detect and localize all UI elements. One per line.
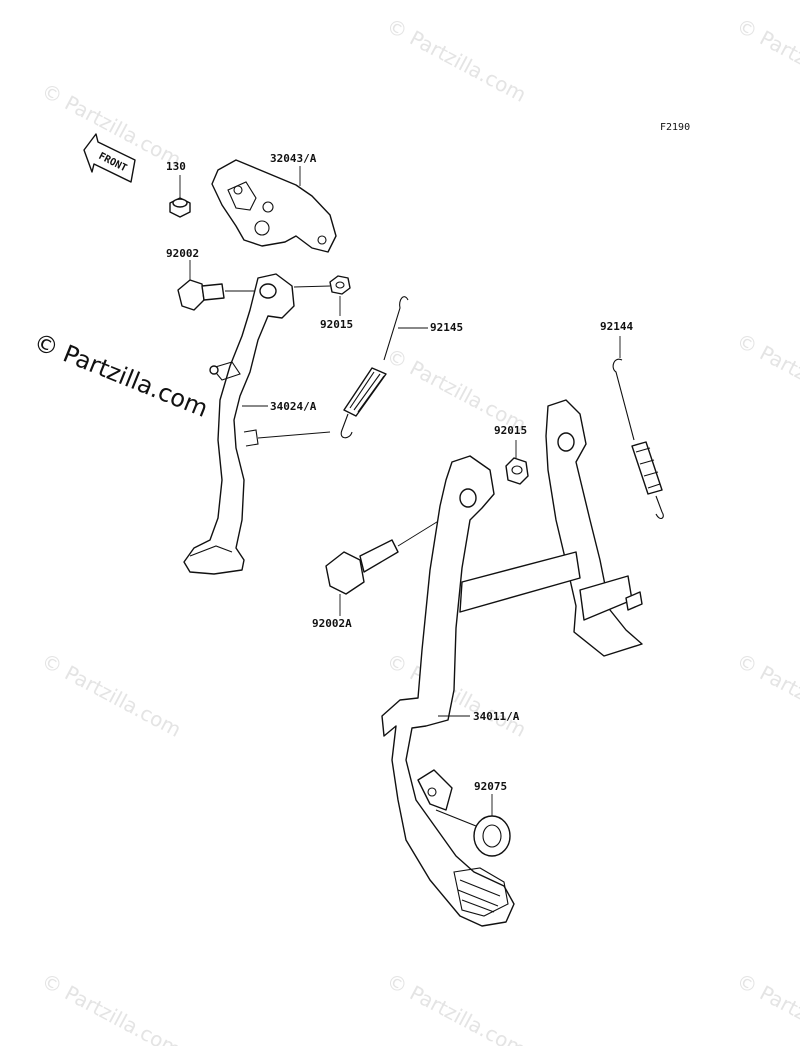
spring-92144-icon bbox=[612, 336, 664, 520]
label-34024a: 34024/A bbox=[270, 400, 317, 413]
watermark-layer: © Partzilla.com © Partzilla.com © Partzi… bbox=[38, 13, 800, 1046]
figure-code: F2190 bbox=[660, 122, 690, 133]
bolt-130-icon bbox=[169, 175, 191, 218]
bolt-92002a-icon bbox=[325, 503, 467, 616]
label-92002: 92002 bbox=[166, 247, 199, 260]
stopper-92075-icon bbox=[435, 794, 511, 857]
watermark: © Partzilla.com bbox=[383, 13, 531, 107]
watermark: © Partzilla.com bbox=[38, 648, 186, 742]
watermark: © Partzilla.com bbox=[383, 968, 531, 1046]
side-watermark: © Partzilla.com bbox=[30, 328, 212, 423]
label-130: 130 bbox=[166, 160, 186, 173]
label-92002a: 92002A bbox=[312, 617, 352, 630]
front-arrow-icon: FRONT bbox=[83, 133, 136, 183]
label-92015-top: 92015 bbox=[320, 318, 353, 331]
watermark: © Partzilla.com bbox=[733, 648, 800, 742]
label-92145: 92145 bbox=[430, 321, 463, 334]
nut-92015-mid-icon bbox=[505, 440, 529, 485]
nut-92015-top-icon bbox=[293, 275, 351, 316]
bolt-92002-icon bbox=[177, 260, 262, 311]
center-stand-34011a-icon bbox=[381, 399, 643, 927]
bracket-32043a-icon bbox=[211, 159, 337, 253]
label-92015-mid: 92015 bbox=[494, 424, 527, 437]
label-92144: 92144 bbox=[600, 320, 633, 333]
watermark: © Partzilla.com bbox=[733, 968, 800, 1046]
side-stand-34024a-icon bbox=[183, 273, 331, 575]
watermark: © Partzilla.com bbox=[38, 968, 186, 1046]
label-32043a: 32043/A bbox=[270, 152, 317, 165]
label-34011a: 34011/A bbox=[473, 710, 520, 723]
watermark: © Partzilla.com bbox=[733, 328, 800, 422]
label-92075: 92075 bbox=[474, 780, 507, 793]
watermark: © Partzilla.com bbox=[383, 343, 531, 437]
spring-92145-icon bbox=[340, 296, 428, 439]
watermark: © Partzilla.com bbox=[733, 13, 800, 107]
